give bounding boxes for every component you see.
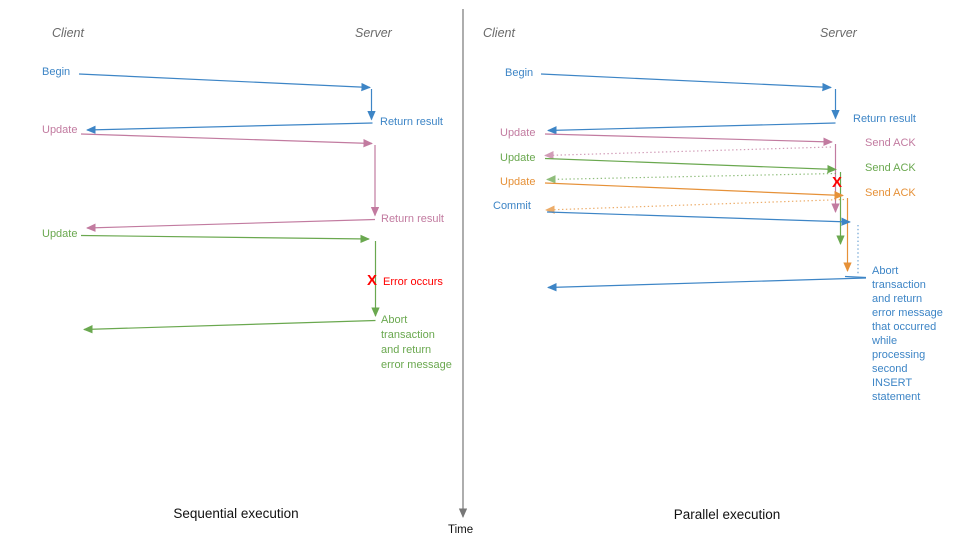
- left-return-result-1-label: Return result: [380, 116, 443, 128]
- right-send-ack-1-label: Send ACK: [865, 137, 916, 149]
- right-abort-line-4: error message: [872, 307, 943, 319]
- right-update-2-label: Update: [500, 152, 536, 164]
- right-send-ack-2-label: Send ACK: [865, 162, 916, 174]
- right-abort-line-8: second: [872, 363, 908, 375]
- left-return-result-2-label: Return result: [381, 213, 444, 225]
- left-abort-line-2: transaction: [381, 329, 435, 341]
- left-error-occurs-label: Error occurs: [383, 276, 443, 288]
- right-abort-line-7: processing: [872, 349, 926, 361]
- right-abort-line-1: Abort: [872, 265, 899, 277]
- right-abort-line-9: INSERT: [872, 377, 913, 389]
- left-abort-line-3: and return: [381, 344, 432, 356]
- left-abort-line-4: error message: [381, 359, 452, 371]
- right-error-x-icon: X: [832, 174, 843, 191]
- left-update-1-label: Update: [42, 124, 78, 136]
- left-error-x-icon: X: [367, 272, 378, 289]
- right-return-result-label: Return result: [853, 113, 916, 125]
- left-update-2-label: Update: [42, 228, 78, 240]
- left-abort-line-1: Abort: [381, 314, 408, 326]
- right-abort-line-10: statement: [872, 391, 921, 403]
- right-abort-line-2: transaction: [872, 279, 926, 291]
- right-abort-line-5: that occurred: [872, 321, 937, 333]
- left-abort-text: Abort transaction and return error messa…: [381, 313, 452, 373]
- right-send-ack-3-label: Send ACK: [865, 187, 916, 199]
- time-axis-label: Time: [448, 524, 474, 536]
- right-abort-text: Abort transaction and return error messa…: [872, 264, 943, 404]
- right-abort-line-6: while: [872, 335, 898, 347]
- right-panel-title: Parallel execution: [673, 507, 781, 522]
- left-update2-message: [80, 234, 380, 334]
- left-panel-title: Sequential execution: [173, 506, 299, 521]
- right-update-1-label: Update: [500, 127, 536, 139]
- right-update2-message: [544, 157, 845, 245]
- right-client-header: Client: [483, 26, 515, 40]
- right-abort-line-3: and return: [872, 293, 923, 305]
- right-update-3-label: Update: [500, 176, 536, 188]
- right-update3-message: [544, 182, 852, 272]
- left-client-header: Client: [52, 26, 84, 40]
- right-update1-message: [544, 133, 840, 213]
- left-update1-message: [80, 133, 380, 232]
- left-begin-label: Begin: [42, 66, 71, 78]
- right-commit-message: [546, 211, 867, 292]
- right-server-header: Server: [820, 26, 857, 40]
- right-commit-label: Commit: [493, 200, 531, 212]
- right-begin-message: [540, 73, 840, 135]
- left-begin-message: [78, 73, 376, 134]
- right-begin-label: Begin: [505, 67, 534, 79]
- left-server-header: Server: [355, 26, 392, 40]
